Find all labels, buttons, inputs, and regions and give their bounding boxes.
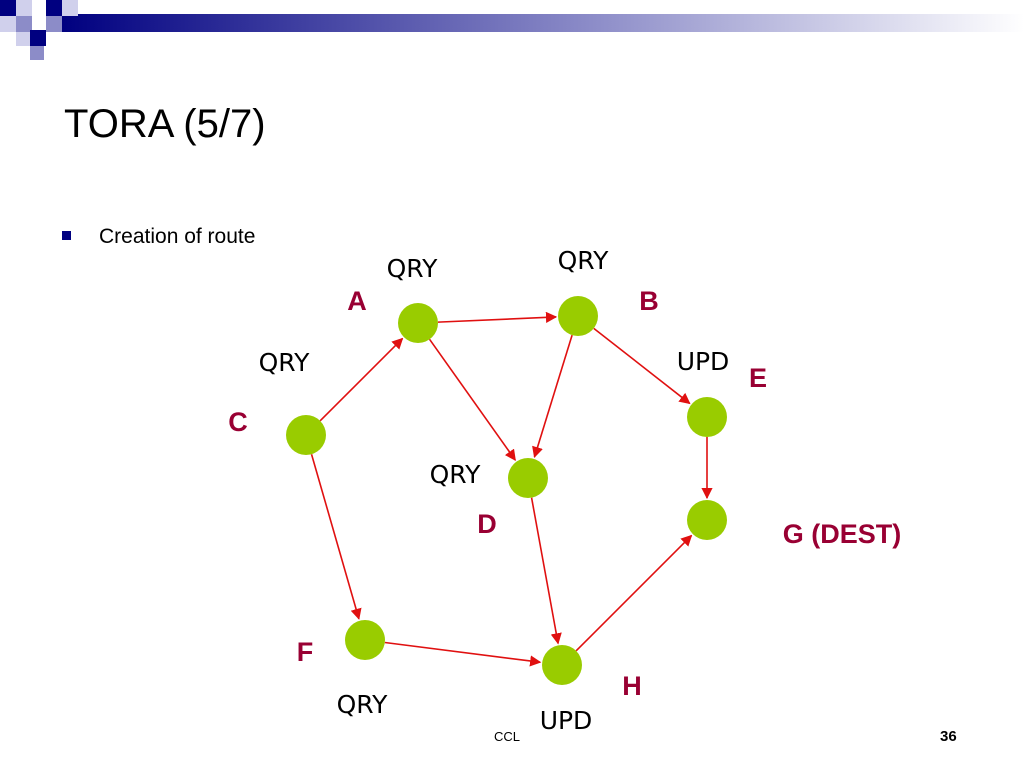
edges-layer	[310, 311, 713, 667]
edge-H-G	[575, 534, 693, 652]
qry-message: QRY	[430, 460, 481, 489]
deco-square	[16, 16, 32, 32]
node-E	[687, 397, 727, 437]
bullet-square-icon	[62, 231, 71, 240]
qry-message: QRY	[558, 246, 609, 275]
node-D	[508, 458, 548, 498]
bullet-text: Creation of route	[99, 225, 256, 248]
deco-square	[16, 0, 32, 16]
node-label-H: H	[622, 671, 642, 701]
edge-C-A	[319, 337, 404, 422]
node-label-A: A	[347, 286, 367, 316]
node-label-G: G (DEST)	[783, 519, 902, 549]
edge-B-D	[532, 334, 573, 459]
nodes-layer	[286, 296, 727, 685]
edge-A-D	[428, 338, 516, 461]
messages-layer: QRY QRY QRY QRY QRY UPD UPD	[259, 246, 730, 735]
deco-square	[46, 0, 62, 16]
edge-F-H	[384, 641, 542, 667]
edge-D-H	[530, 497, 562, 645]
qry-message: QRY	[387, 254, 438, 283]
deco-square	[0, 0, 16, 16]
upd-message: UPD	[540, 706, 593, 735]
node-G	[687, 500, 727, 540]
edge-A-B	[437, 311, 558, 323]
deco-square	[30, 30, 46, 46]
node-label-F: F	[297, 637, 314, 667]
node-H	[542, 645, 582, 685]
deco-square	[62, 0, 78, 16]
node-B	[558, 296, 598, 336]
upd-message: UPD	[677, 347, 730, 376]
deco-square	[46, 16, 62, 32]
node-label-E: E	[749, 363, 767, 393]
labels-layer: A B C D E F G (DEST) H	[228, 286, 901, 701]
edge-B-E	[593, 327, 691, 405]
node-label-B: B	[639, 286, 659, 316]
node-label-C: C	[228, 407, 248, 437]
qry-message: QRY	[337, 690, 388, 719]
node-label-D: D	[477, 509, 497, 539]
bullet-item: Creation of route	[62, 226, 255, 247]
slide-number: 36	[940, 728, 957, 745]
node-F	[345, 620, 385, 660]
footer-label: CCL	[494, 729, 521, 744]
slide-title: TORA (5/7)	[64, 102, 266, 146]
node-C	[286, 415, 326, 455]
qry-message: QRY	[259, 348, 310, 377]
node-A	[398, 303, 438, 343]
deco-square	[30, 46, 44, 60]
deco-square	[0, 16, 16, 32]
title-decoration	[0, 0, 1024, 60]
edge-C-F	[310, 453, 362, 620]
deco-square	[16, 32, 30, 46]
title-gradient-bar	[62, 14, 1024, 32]
